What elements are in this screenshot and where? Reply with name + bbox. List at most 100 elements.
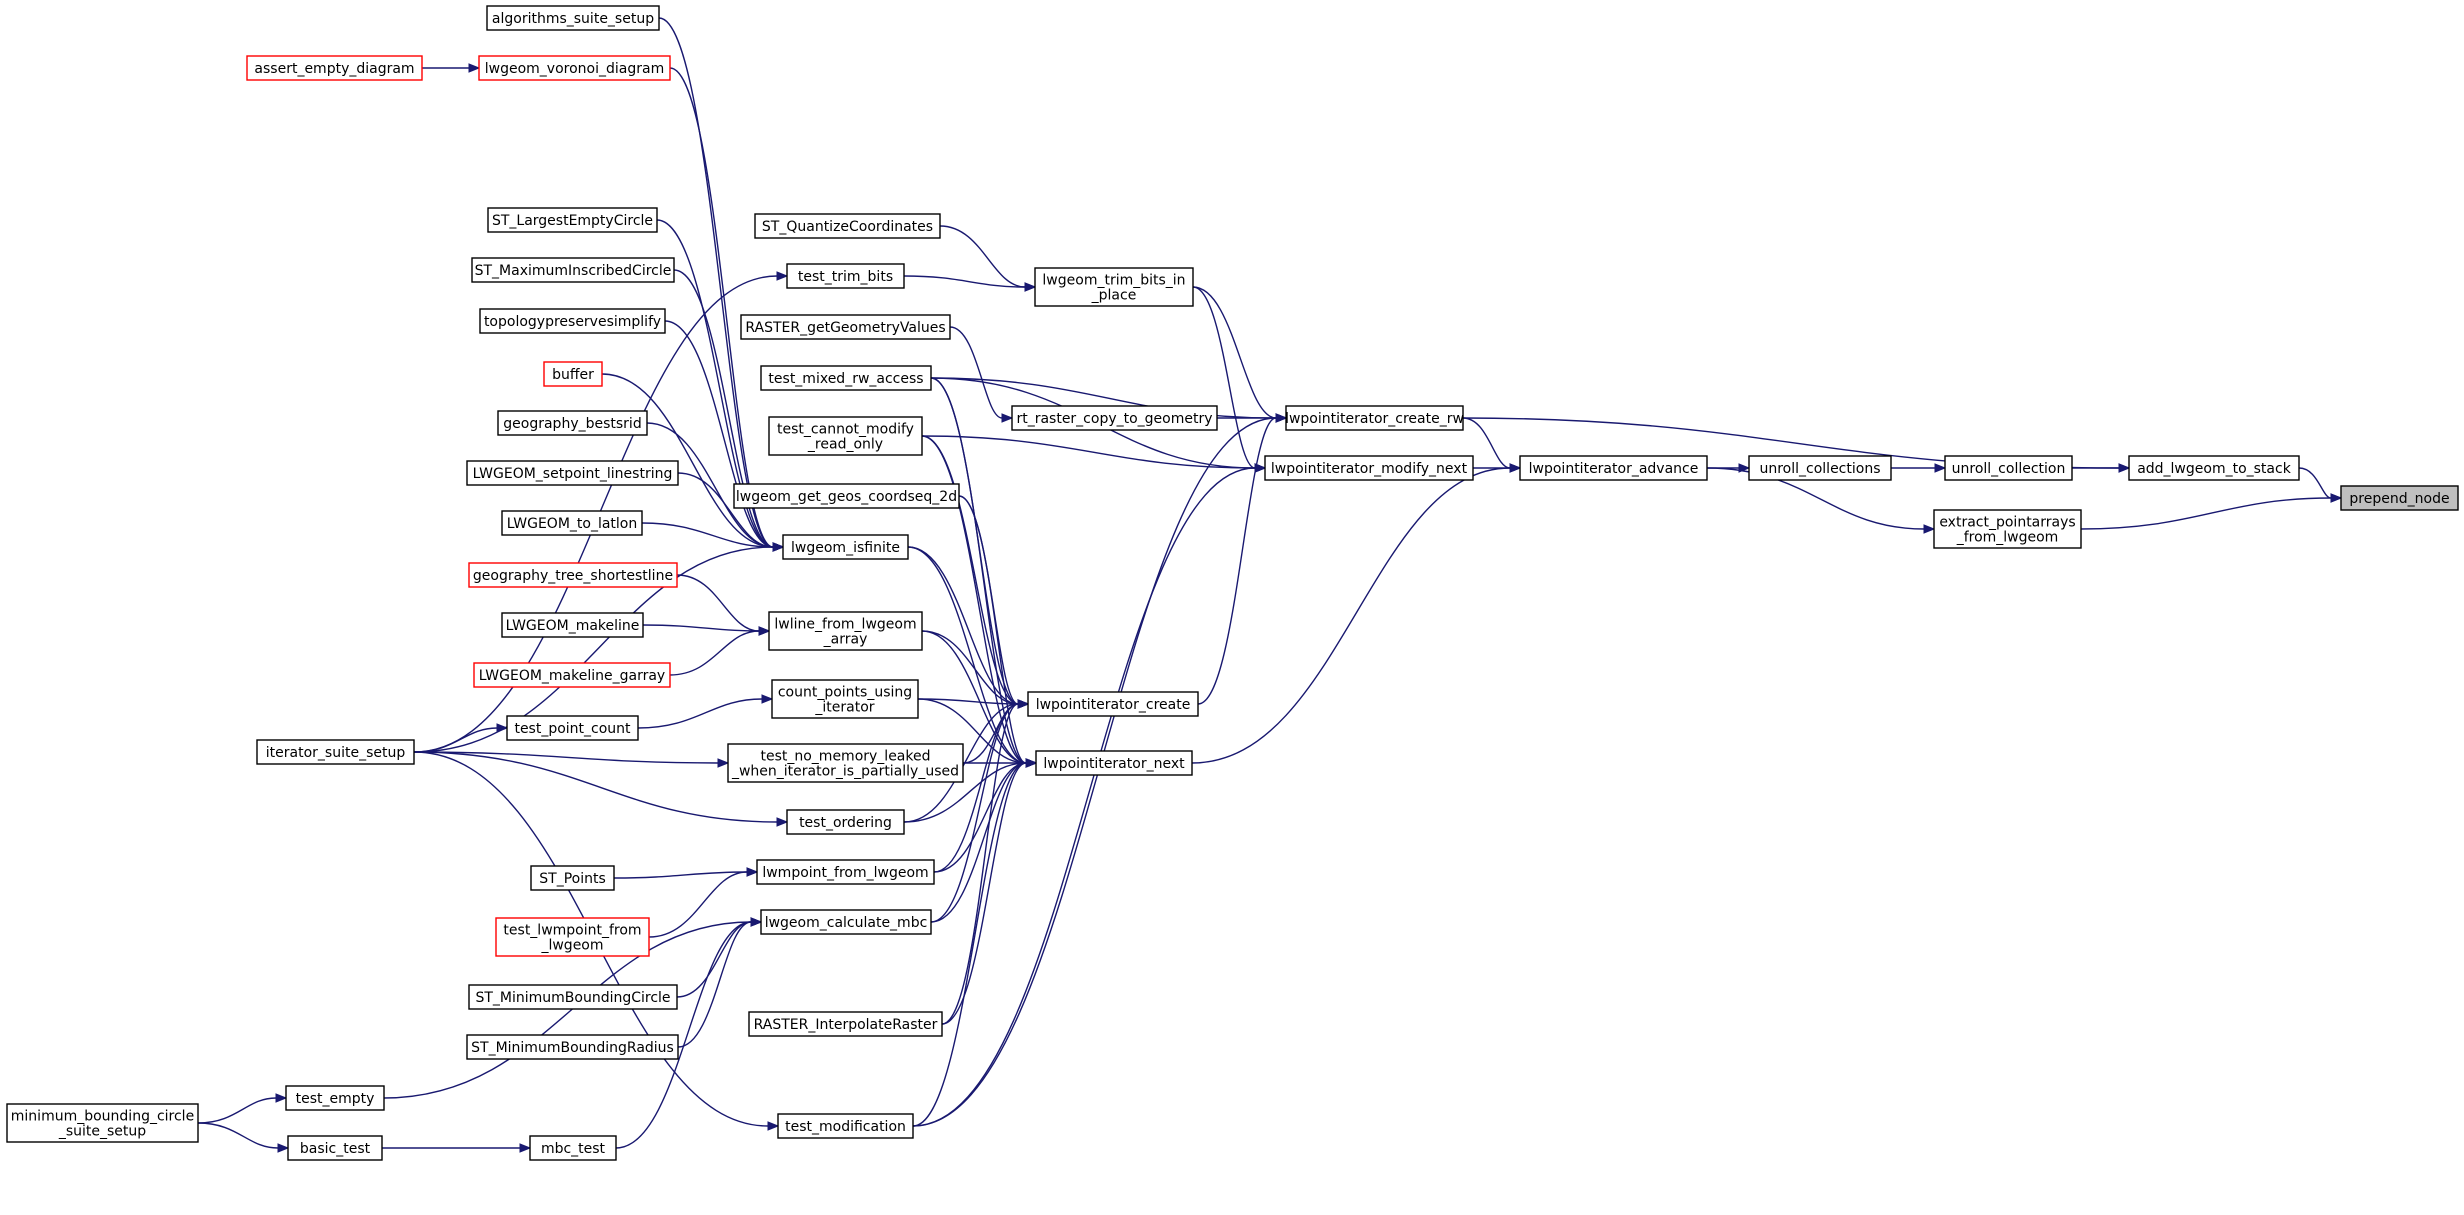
node-lwpointiterator-create[interactable]: lwpointiterator_create [1027,691,1199,717]
node-box [287,1135,383,1161]
node-test-mixed-rw-access[interactable]: test_mixed_rw_access [760,365,932,391]
edge-raster-interpolateraster-to-lwpointiterator-next [941,762,1027,1025]
node-test-trim-bits[interactable]: test_trim_bits [786,263,905,289]
edge-geography-tree-shortestline-to-lwline-from-lwgeom-array [676,574,760,632]
node-lwgeom-isfinite[interactable]: lwgeom_isfinite [782,534,909,560]
edge-test-modification-to-lwpointiterator-modify-next [912,467,1256,1127]
node-count-points-using-iterator[interactable]: count_points_using_iterator [771,679,919,719]
node-lwgeom-get-geos-coordseq-2d[interactable]: lwgeom_get_geos_coordseq_2d [733,483,960,509]
edge-minimum-bounding-circle-suite-setup-to-basic-test [197,1122,279,1149]
node-test-modification[interactable]: test_modification [777,1113,914,1139]
edge-lwmpoint-from-lwgeom-to-lwpointiterator-create [933,703,1019,873]
node-label: basic_test [300,1141,371,1157]
node-st-minimumboundingcircle[interactable]: ST_MinimumBoundingCircle [468,984,678,1010]
node-lwline-from-lwgeom-array[interactable]: lwline_from_lwgeom_array [768,611,923,651]
edge-test-mixed-rw-access-to-lwpointiterator-create-rw [930,377,1277,419]
node-geography-bestsrid[interactable]: geography_bestsrid [497,410,648,436]
node-test-empty[interactable]: test_empty [285,1085,385,1111]
node-box [256,739,415,765]
node-assert-empty-diagram[interactable]: assert_empty_diagram [246,55,423,81]
node-label: lwpointiterator_create [1036,697,1191,713]
edge-arrowhead [772,542,785,552]
edge-test-cannot-modify-read-only-to-lwpointiterator-modify-next [921,435,1256,469]
node-algorithms-suite-setup[interactable]: algorithms_suite_setup [486,5,660,31]
edge-test-ordering-to-lwpointiterator-next [903,762,1027,823]
node-rt-raster-copy-to-geometry[interactable]: rt_raster_copy_to_geometry [1011,405,1218,431]
node-label: lwgeom_calculate_mbc [765,915,928,931]
node-box [777,1113,914,1139]
edge-test-trim-bits-to-lwgeom-trim-bits-in-place [903,275,1026,288]
node-st-minimumboundingradius[interactable]: ST_MinimumBoundingRadius [466,1034,679,1060]
node-lwgeom-to-latlon[interactable]: LWGEOM_to_latlon [501,510,643,536]
node-box [466,460,679,486]
node-raster-getgeometryvalues[interactable]: RASTER_getGeometryValues [740,314,951,340]
node-label: _when_iterator_is_partially_used [731,764,959,780]
node-test-point-count[interactable]: test_point_count [506,715,639,741]
node-add-lwgeom-to-stack[interactable]: add_lwgeom_to_stack [2128,455,2300,481]
node-lwgeom-makeline-garray[interactable]: LWGEOM_makeline_garray [473,662,671,688]
node-unroll-collection[interactable]: unroll_collection [1944,455,2073,481]
node-lwgeom-trim-bits-in-place[interactable]: lwgeom_trim_bits_in_place [1034,267,1194,307]
node-lwmpoint-from-lwgeom[interactable]: lwmpoint_from_lwgeom [756,859,935,885]
node-geography-tree-shortestline[interactable]: geography_tree_shortestline [468,562,678,588]
node-topologypreservesimplify[interactable]: topologypreservesimplify [479,308,666,334]
node-test-ordering[interactable]: test_ordering [786,809,905,835]
node-label: ST_LargestEmptyCircle [492,213,653,229]
node-box [760,365,932,391]
node-lwgeom-setpoint-linestring[interactable]: LWGEOM_setpoint_linestring [466,460,679,486]
node-lwgeom-calculate-mbc[interactable]: lwgeom_calculate_mbc [760,909,932,935]
node-label: ST_Points [539,871,606,887]
node-label: lwgeom_isfinite [791,540,900,556]
node-test-lwmpoint-from-lwgeom[interactable]: test_lwmpoint_from_lwgeom [495,917,650,957]
node-test-no-memory-leaked[interactable]: test_no_memory_leaked_when_iterator_is_p… [727,743,964,783]
node-mbc-test[interactable]: mbc_test [529,1135,617,1161]
node-extract-pointarrays[interactable]: extract_pointarrays_from_lwgeom [1933,509,2082,549]
node-st-quantizecoordinates[interactable]: ST_QuantizeCoordinates [754,213,941,239]
edge-arrowhead [2118,463,2131,473]
node-lwpointiterator-create-rw[interactable]: lwpointiterator_create_rw [1285,405,1464,431]
node-box [782,534,909,560]
node-label: lwgeom_trim_bits_in [1042,273,1185,289]
edge-st-quantizecoordinates-to-lwgeom-trim-bits-in-place [939,225,1026,288]
node-lwpointiterator-advance[interactable]: lwpointiterator_advance [1519,455,1708,481]
node-lwpointiterator-next[interactable]: lwpointiterator_next [1035,750,1193,776]
node-buffer[interactable]: buffer [543,361,603,387]
node-label: test_ordering [799,815,892,831]
node-lwgeom-makeline[interactable]: LWGEOM_makeline [501,612,644,638]
node-label: algorithms_suite_setup [492,11,654,27]
node-box [727,743,964,783]
node-st-points[interactable]: ST_Points [530,865,615,891]
node-unroll-collections[interactable]: unroll_collections [1748,455,1892,481]
node-prepend-node[interactable]: prepend_node [2340,485,2459,511]
node-box [478,55,671,81]
node-label: _array [823,632,868,648]
edge-st-minimumboundingcircle-to-lwgeom-calculate-mbc [676,921,752,998]
edge-add-lwgeom-to-stack-to-prepend-node [2298,467,2332,499]
node-label: prepend_node [2349,491,2449,507]
node-box [1285,405,1464,431]
edge-count-points-using-iterator-to-lwpointiterator-next [917,698,1027,764]
node-raster-interpolateraster[interactable]: RASTER_InterpolateRaster [748,1011,943,1037]
edge-lwgeom-isfinite-to-lwpointiterator-create [907,546,1019,705]
node-label: assert_empty_diagram [254,61,414,77]
node-box [497,410,648,436]
node-lwgeom-voronoi-diagram[interactable]: lwgeom_voronoi_diagram [478,55,671,81]
node-lwpointiterator-modify-next[interactable]: lwpointiterator_modify_next [1264,455,1474,481]
node-label: minimum_bounding_circle [11,1109,194,1125]
edge-arrowhead [468,63,481,73]
node-label: lwpointiterator_modify_next [1271,461,1468,477]
node-st-largestemptycircle[interactable]: ST_LargestEmptyCircle [487,207,658,233]
node-st-maximuminscribedcircle[interactable]: ST_MaximumInscribedCircle [471,257,675,283]
node-iterator-suite-setup[interactable]: iterator_suite_setup [256,739,415,765]
node-minimum-bounding-circle-suite-setup[interactable]: minimum_bounding_circle_suite_setup [6,1103,199,1143]
edge-arrowhead [761,694,774,704]
edge-iterator-suite-setup-to-test-no-memory-leaked [413,751,719,764]
node-test-cannot-modify-read-only[interactable]: test_cannot_modify_read_only [768,416,923,456]
edge-lwmpoint-from-lwgeom-to-lwpointiterator-next [933,762,1027,873]
node-box [466,1034,679,1060]
node-label: _from_lwgeom [1956,530,2059,546]
edge-lwgeom-makeline-to-lwline-from-lwgeom-array [642,624,760,632]
edge-st-minimumboundingradius-to-lwgeom-calculate-mbc [677,921,752,1048]
node-basic-test[interactable]: basic_test [287,1135,383,1161]
node-box [1748,455,1892,481]
